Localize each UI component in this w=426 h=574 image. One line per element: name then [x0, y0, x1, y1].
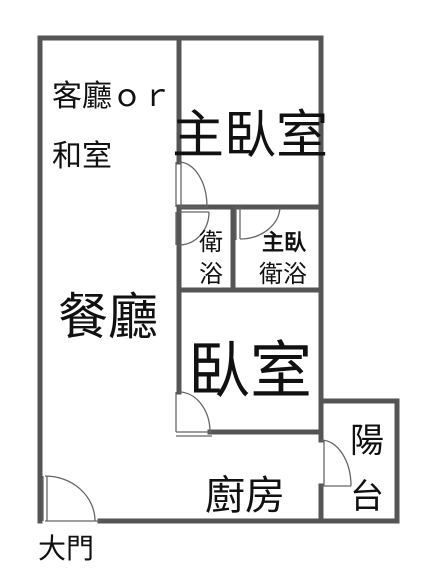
door-main-entrance [42, 475, 100, 522]
room-labels: 客廳ｏｒ 和室 主臥室 衛 浴 主臥 衛浴 餐廳 臥室 陽 台 廚房 大門 [38, 79, 384, 565]
kitchen-label: 廚房 [205, 473, 285, 519]
balcony-label-line2: 台 [350, 477, 384, 517]
walls [37, 35, 400, 524]
door-bedroom [175, 391, 212, 437]
door-balcony [320, 439, 352, 487]
door-master-bedroom [175, 161, 208, 208]
bedroom-label: 臥室 [188, 334, 312, 407]
bathroom-label-line1: 衛 [199, 228, 223, 256]
living-room-label-line1: 客廳ｏｒ [52, 79, 172, 114]
door-bathroom [175, 211, 210, 246]
living-room-label-line2: 和室 [52, 139, 112, 174]
master-bath-label-line1: 主臥 [262, 231, 307, 256]
entrance-label: 大門 [38, 532, 94, 565]
exterior-wall [37, 35, 400, 524]
master-bedroom-label: 主臥室 [172, 106, 328, 166]
doors [42, 161, 352, 522]
door-master-bath [235, 206, 281, 240]
master-bath-label-line2: 衛浴 [259, 260, 307, 288]
bathroom-label-line2: 浴 [199, 260, 223, 288]
dining-room-label: 餐廳 [58, 288, 158, 346]
balcony-label-line1: 陽 [350, 421, 384, 461]
